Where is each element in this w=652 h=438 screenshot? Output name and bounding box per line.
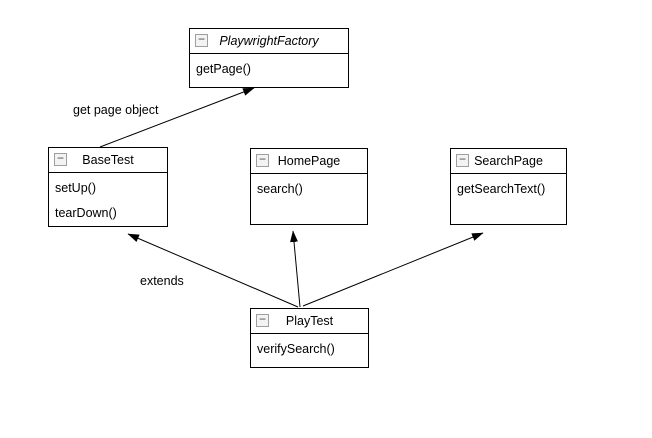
class-box-playwright-factory[interactable]: −PlaywrightFactory getPage() [189, 28, 349, 88]
collapse-icon[interactable]: − [195, 33, 208, 47]
method-label: setUp() [55, 181, 96, 195]
edge-label-basetest-to-playwrightfactory: get page object [73, 103, 159, 117]
collapse-icon[interactable]: − [456, 153, 469, 167]
class-title-bar: −SearchPage [451, 149, 566, 174]
edge-playtest-to-searchpage [302, 232, 484, 307]
class-title-bar: − PlayTest [251, 309, 368, 334]
class-name: BaseTest [82, 153, 134, 167]
class-name: SearchPage [474, 154, 543, 168]
class-name: PlayTest [285, 314, 334, 328]
method-label: tearDown() [55, 206, 117, 220]
method-label: verifySearch() [257, 342, 335, 356]
class-methods-section: getPage() [190, 54, 348, 79]
class-methods-section: getSearchText() [451, 174, 566, 199]
edge-playtest-to-homepage [290, 230, 301, 308]
class-box-home-page[interactable]: −HomePage search() [250, 148, 368, 225]
class-name: PlaywrightFactory [219, 34, 319, 48]
class-title-bar: −PlaywrightFactory [190, 29, 348, 54]
collapse-icon[interactable]: − [256, 313, 269, 327]
class-methods-section: setUp() tearDown() [49, 173, 167, 223]
class-box-base-test[interactable]: − BaseTest setUp() tearDown() [48, 147, 168, 227]
method-label: getSearchText() [457, 182, 546, 196]
method-label: getPage() [196, 62, 251, 76]
edge-playtest-to-basetest [127, 233, 299, 308]
class-title-bar: −HomePage [251, 149, 367, 174]
class-methods-section: verifySearch() [251, 334, 368, 359]
edge-label-playtest-to-basetest: extends [140, 274, 184, 288]
edge-basetest-to-playwrightfactory [99, 87, 255, 148]
class-name: HomePage [277, 154, 341, 168]
class-box-play-test[interactable]: − PlayTest verifySearch() [250, 308, 369, 368]
collapse-icon[interactable]: − [54, 152, 67, 166]
class-methods-section: search() [251, 174, 367, 199]
method-label: search() [257, 182, 303, 196]
class-box-search-page[interactable]: −SearchPage getSearchText() [450, 148, 567, 225]
class-title-bar: − BaseTest [49, 148, 167, 173]
collapse-icon[interactable]: − [256, 153, 269, 167]
